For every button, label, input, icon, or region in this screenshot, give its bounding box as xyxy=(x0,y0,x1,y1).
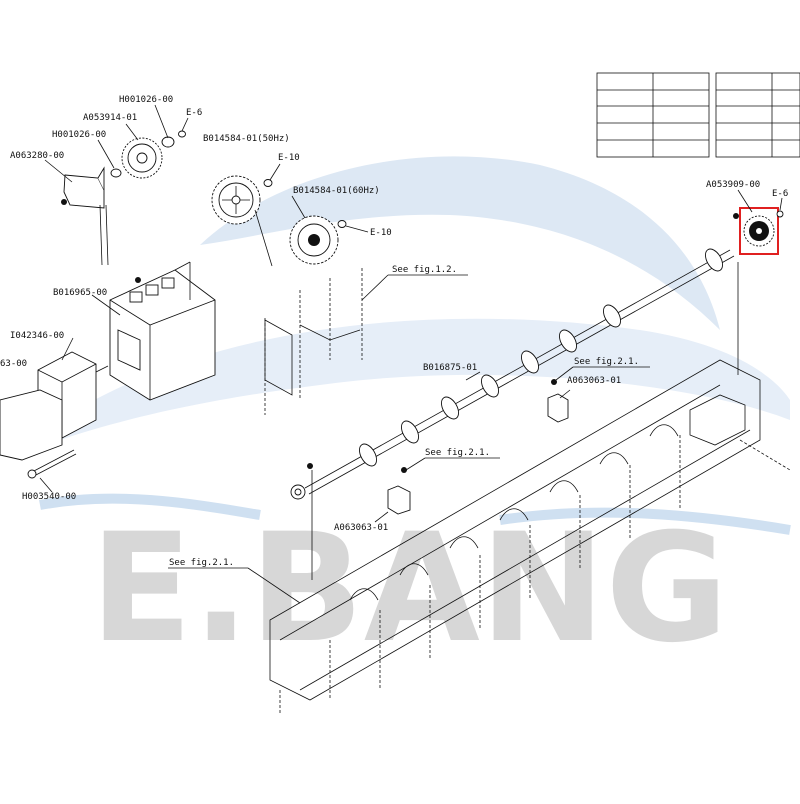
label-a063063-a: A063063-01 xyxy=(567,376,621,386)
shaft-b016875 xyxy=(290,248,735,500)
label-e10-b: E-10 xyxy=(370,228,392,238)
label-a053909: A053909-00 xyxy=(706,180,760,190)
watermark-arc xyxy=(60,318,790,440)
label-see-fig-21-c: See fig.2.1. xyxy=(169,558,234,568)
watermark-swoosh xyxy=(200,156,720,330)
label-a053914: A053914-01 xyxy=(83,113,137,123)
bracket-a063280 xyxy=(61,166,109,266)
label-b014584-60hz: B014584-01(60Hz) xyxy=(293,186,380,196)
watermark-wave-1 xyxy=(39,493,261,520)
label-e6-right: E-6 xyxy=(772,189,788,199)
label-h001026-left: H001026-00 xyxy=(52,130,106,140)
label-b016965: B016965-00 xyxy=(53,288,107,298)
highlight-box xyxy=(739,207,779,255)
label-see-fig-21-a: See fig.2.1. xyxy=(574,357,639,367)
label-see-fig-21-b: See fig.2.1. xyxy=(425,448,490,458)
motor-i042346 xyxy=(0,351,109,461)
gear-a053914 xyxy=(110,130,186,179)
label-i042346: I042346-00 xyxy=(10,331,64,341)
revision-table-right xyxy=(715,72,800,158)
label-motor-cut: 63-00 xyxy=(0,359,27,369)
watermark-text: E.BANG xyxy=(90,502,729,676)
watermark-wave-2 xyxy=(499,507,791,535)
frame-chassis xyxy=(269,359,791,715)
screw-h003540 xyxy=(27,449,77,479)
label-a063063-b: A063063-01 xyxy=(334,523,388,533)
gear-b014584-60hz xyxy=(289,215,347,265)
revision-table-left xyxy=(596,72,710,158)
clip-a063063-b xyxy=(387,467,411,515)
label-b016875: B016875-01 xyxy=(423,363,477,373)
label-h001026-top: H001026-00 xyxy=(119,95,173,105)
gear-b014584-50hz xyxy=(211,175,273,225)
label-a063280: A063280-00 xyxy=(10,151,64,161)
motor-bracket-b016965 xyxy=(109,261,216,401)
part-labels: H001026-00 E-6 A053914-01 H001026-00 A06… xyxy=(0,95,788,568)
gear-a053909[interactable] xyxy=(739,207,779,255)
watermark: E.BANG xyxy=(39,156,791,676)
clip-a063063-a xyxy=(547,379,569,423)
label-e6-top: E-6 xyxy=(186,108,202,118)
label-h003540: H003540-00 xyxy=(22,492,76,502)
label-see-fig-12: See fig.1.2. xyxy=(392,265,457,275)
label-b014584-50hz: B014584-01(50Hz) xyxy=(203,134,290,144)
label-e10-a: E-10 xyxy=(278,153,300,163)
